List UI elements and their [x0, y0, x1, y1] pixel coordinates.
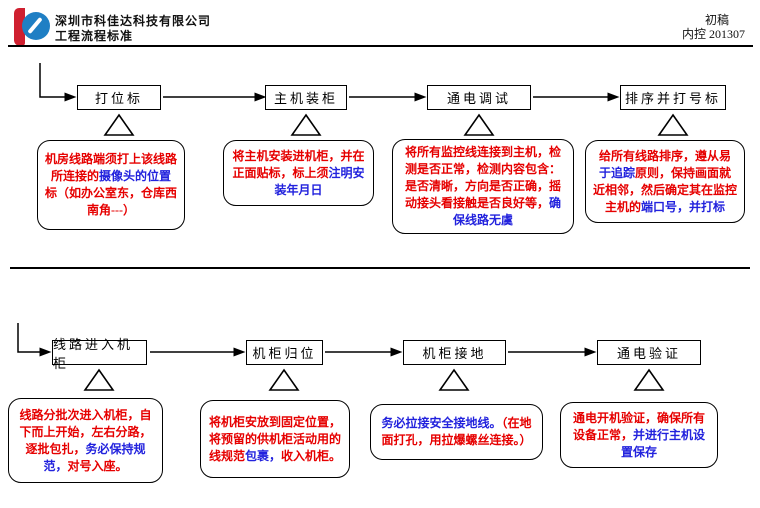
step-label: 通电验证	[616, 346, 681, 361]
note-text: 将所有监控线连接到主机，检测是否正常，检测内容包含：是否清晰，方向是否正确，摇动…	[393, 140, 573, 233]
note-cabinet-grounding: 务必拉接安全接地线。（在地面打孔，用拉爆螺丝连接。）	[370, 404, 543, 460]
note-power-verify: 通电开机验证，确保所有设备正常，并进行主机设置保存	[560, 402, 718, 468]
note-segment: 标（如办公室东，仓库西南角---）	[45, 186, 178, 217]
delta-marker-icon	[83, 368, 115, 391]
control-number: 内控 201307	[681, 27, 745, 41]
header-divider	[8, 45, 753, 47]
step-label: 排序并打号标	[624, 91, 721, 106]
note-segment: 通电开机验证，确保所有设备正常，	[572, 410, 705, 442]
note-segment: 将所有监控线连接到主机，检测是否正常，检测内容包含：是否清晰，方向是否正确，摇动…	[404, 145, 561, 210]
company-logo	[14, 8, 54, 46]
note-segment: 包裹，	[244, 448, 281, 463]
note-segment: 务必保持规范，	[43, 441, 146, 473]
step-box-mark-position: 打位标	[77, 85, 161, 110]
note-cabinet-in-place: 将机柜安放到固定位置，将预留的供机柜活动用的线规范包裹，收入机柜。	[200, 400, 350, 478]
note-segment: 确保线路无虞	[452, 196, 562, 227]
delta-marker-icon	[103, 113, 135, 136]
note-segment: （在地面打孔，用拉爆螺丝连接。）	[381, 416, 532, 447]
delta-marker-icon	[463, 113, 495, 136]
note-segment: 原则，保持画面就近相邻，然后确定其在监控主机的	[593, 165, 738, 214]
step-label: 通电调试	[446, 91, 511, 106]
step-label: 机柜归位	[252, 346, 317, 361]
note-install-host: 将主机安装进机柜，并在正面贴标，标上须注明安装年月日	[223, 140, 374, 206]
delta-marker-icon	[268, 368, 300, 391]
delta-marker-icon	[633, 368, 665, 391]
note-segment: 摄像头的位置	[99, 169, 172, 183]
step-label: 打位标	[94, 91, 143, 106]
entry-arrow-row2	[17, 323, 52, 357]
note-segment: 务必拉接安全接地线。	[381, 416, 502, 430]
step-box-cabinet-grounding: 机柜接地	[403, 340, 506, 365]
note-segment: 机房线路端须打上该线路所连接的	[45, 152, 178, 183]
step-box-sort-number: 排序并打号标	[620, 85, 726, 110]
header-right-block: 初稿 内控 201307	[682, 13, 745, 41]
company-name: 深圳市科佳达科技有限公司	[55, 14, 212, 28]
note-text: 机房线路端须打上该线路所连接的摄像头的位置标（如办公室东，仓库西南角---）	[38, 147, 184, 223]
note-text: 将主机安装进机柜，并在正面贴标，标上须注明安装年月日	[224, 144, 373, 203]
note-sort-number: 给所有线路排序，遵从易于追踪原则，保持画面就近相邻，然后确定其在监控主机的端口号…	[585, 140, 745, 223]
note-text: 通电开机验证，确保所有设备正常，并进行主机设置保存	[561, 406, 717, 465]
entry-arrow-row1	[39, 63, 77, 102]
note-segment: 收入机柜。	[281, 448, 342, 463]
note-cables-into-cabinet: 线路分批次进入机柜，自下而上开始，左右分路，逐批包扎，务必保持规范，对号入座。	[8, 398, 163, 483]
step-box-cabinet-in-place: 机柜归位	[246, 340, 323, 365]
note-text: 线路分批次进入机柜，自下而上开始，左右分路，逐批包扎，务必保持规范，对号入座。	[9, 403, 162, 479]
note-segment: 对号入座。	[67, 458, 128, 473]
note-text: 将机柜安放到固定位置，将预留的供机柜活动用的线规范包裹，收入机柜。	[201, 410, 349, 469]
note-mark-position: 机房线路端须打上该线路所连接的摄像头的位置标（如办公室东，仓库西南角---）	[37, 140, 185, 230]
document-title: 工程流程标准	[55, 29, 134, 43]
logo-red-bar-icon	[14, 8, 25, 46]
step-label: 主机装柜	[273, 91, 338, 106]
step-box-power-debug: 通电调试	[427, 85, 531, 110]
note-segment: 线路分批次进入机柜，自下而上开始，左右分路，逐批包扎，	[19, 407, 152, 456]
delta-marker-icon	[438, 368, 470, 391]
step-label: 机柜接地	[422, 346, 487, 361]
draft-status: 初稿	[704, 13, 729, 27]
note-segment: 于追踪	[598, 165, 635, 180]
step-box-install-host: 主机装柜	[265, 85, 347, 110]
note-segment: 给所有线路排序，遵从易	[598, 148, 731, 163]
note-segment: 端口号，并打标	[641, 199, 726, 214]
note-segment: 并进行主机设置保存	[620, 427, 706, 459]
note-power-debug: 将所有监控线连接到主机，检测是否正常，检测内容包含：是否清晰，方向是否正确，摇动…	[392, 139, 574, 234]
step-box-cables-into-cabinet: 线路进入机柜	[52, 337, 147, 371]
delta-marker-icon	[290, 113, 322, 136]
note-segment: 将机柜安放到固定位置，将预留的供机柜活动用的线规范	[208, 414, 341, 463]
step-label: 线路进入机柜	[53, 336, 134, 371]
note-segment: 将主机安装进机柜，并在正面贴标，标上须	[232, 148, 365, 180]
section-divider	[10, 267, 750, 269]
note-segment: 注明安装年月日	[274, 165, 365, 197]
note-text: 务必拉接安全接地线。（在地面打孔，用拉爆螺丝连接。）	[371, 411, 542, 453]
delta-marker-icon	[657, 113, 689, 136]
step-box-power-verify: 通电验证	[597, 340, 701, 365]
note-text: 给所有线路排序，遵从易于追踪原则，保持画面就近相邻，然后确定其在监控主机的端口号…	[586, 144, 744, 220]
